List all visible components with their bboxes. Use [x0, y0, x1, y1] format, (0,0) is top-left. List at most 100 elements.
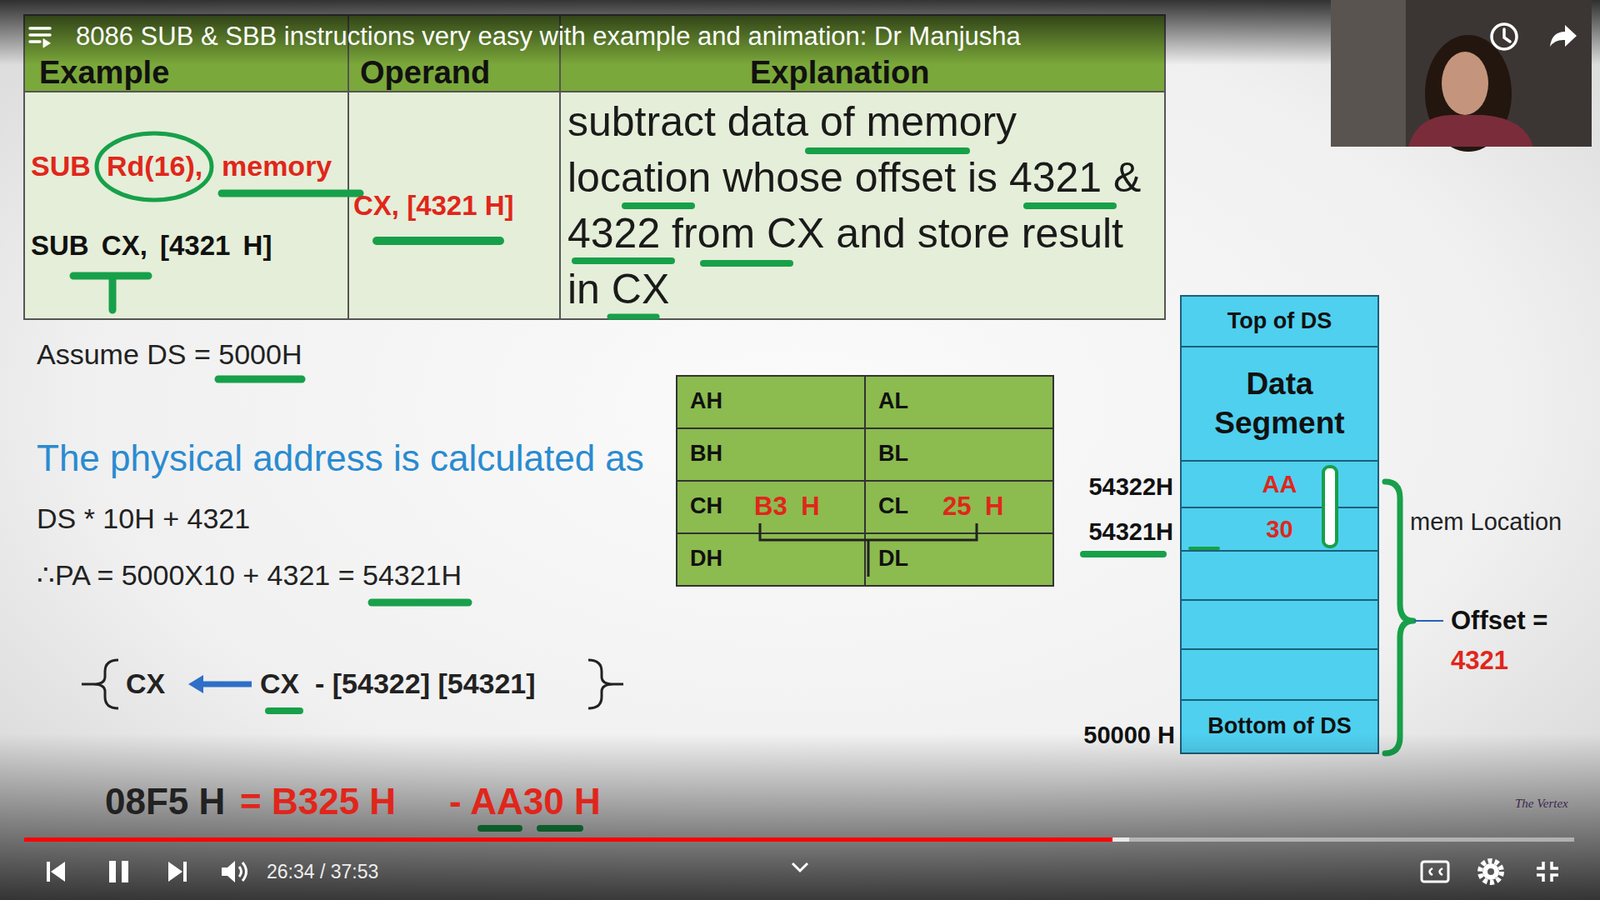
- node-text: Top of DS: [1227, 307, 1332, 336]
- stack-cell-line: [1180, 506, 1379, 509]
- operand-format: memory: [221, 150, 332, 183]
- register-cell: DH: [690, 545, 723, 572]
- webcam-face: [1441, 51, 1489, 115]
- webcam-body: [1408, 115, 1534, 147]
- assign-arrow: [200, 681, 252, 688]
- progress-track: [24, 837, 1575, 842]
- captions-icon: [1421, 861, 1449, 882]
- highlight-underline: [610, 314, 657, 320]
- settings-hole: [1487, 868, 1495, 875]
- register-col-line: [864, 375, 866, 586]
- address-label: 50000 H: [1083, 721, 1175, 750]
- webcam-inset: [1330, 0, 1592, 152]
- column-header: Example: [39, 55, 170, 92]
- settings-icon: [1482, 863, 1500, 880]
- register-cell: DL: [878, 545, 909, 572]
- highlight-underline: [1026, 202, 1114, 210]
- highlight-underline: [1190, 546, 1219, 550]
- register-name: CX: [125, 667, 165, 700]
- watermark: The Vertex: [1515, 796, 1569, 811]
- callout-label: Offset =: [1450, 605, 1548, 636]
- column-header: Explanation: [750, 55, 930, 92]
- memory-cell: AA: [1180, 460, 1379, 508]
- pause-icon: [121, 860, 129, 883]
- volume-waves: [239, 862, 247, 881]
- playlist-line: [30, 40, 40, 44]
- stack-cell-line: [1180, 699, 1379, 701]
- share-icon: [1550, 25, 1577, 47]
- stack-cell-lines: [1180, 346, 1379, 700]
- stack-cell-line: [1180, 550, 1379, 552]
- playlist-icon: [30, 28, 50, 48]
- highlight-underline: [808, 147, 967, 155]
- stack-cell-line: [1180, 345, 1379, 348]
- clock-face: [1491, 24, 1517, 50]
- playback-time: 26:34 / 37:53: [266, 860, 379, 883]
- next-icon: [183, 861, 187, 882]
- assign-arrowhead: [188, 675, 204, 694]
- pause-icon: [109, 860, 116, 883]
- progress-played: [24, 837, 1113, 842]
- offset-brace: [1385, 481, 1414, 754]
- register-value: 25 H: [942, 491, 1004, 522]
- formula: ∴PA = 5000X10 + 4321 = 54321H: [36, 559, 462, 592]
- operand-format: Rd(16),: [106, 150, 203, 183]
- stack-cell: Top of DS: [1180, 295, 1379, 347]
- register-cell: BH: [690, 440, 723, 467]
- register-cell: AH: [690, 388, 723, 415]
- mnemonic: SUB: [30, 150, 91, 183]
- node-text: AA: [1262, 469, 1298, 500]
- captions-marks: [1430, 868, 1444, 875]
- highlight-underline: [376, 236, 500, 245]
- expression-brace: [588, 660, 624, 709]
- register-pair-bracket: [760, 523, 977, 577]
- operand-value: - AA30 H: [449, 780, 601, 824]
- section-heading: The physical address is calculated as: [36, 437, 645, 480]
- register-value: B3 H: [754, 491, 820, 522]
- offset-pointer: [1414, 620, 1444, 622]
- highlight-underline: [218, 375, 302, 384]
- memory-operand: - [54322] [54321]: [315, 667, 536, 700]
- result-value: 08F5 H: [105, 780, 225, 824]
- chevron-icon: [792, 863, 808, 871]
- video-title: 8086 SUB & SBB instructions very easy wi…: [75, 21, 1021, 52]
- register-cell: AL: [878, 388, 909, 415]
- assumption-note: Assume DS = 5000H: [36, 338, 302, 371]
- settings-teeth: [1480, 860, 1502, 883]
- example-instruction: SUB CX, [4321 H]: [30, 230, 272, 262]
- highlight-underline: [221, 190, 360, 198]
- operand-value: = B325 H: [240, 780, 396, 824]
- column-header: Operand: [360, 55, 490, 92]
- memory-cell: 30: [1180, 507, 1379, 551]
- stack-cell: Bottom of DS: [1180, 700, 1379, 754]
- node-text: 30: [1265, 514, 1293, 545]
- callout-label: mem Location: [1410, 508, 1562, 536]
- playlist-line: [30, 26, 50, 30]
- explanation-cell: subtract data of memory location whose o…: [567, 94, 1161, 318]
- node-text: Bottom of DS: [1207, 712, 1351, 741]
- address-label: 54321H: [1088, 518, 1174, 546]
- stack-cell-line: [1180, 648, 1379, 650]
- register-name: CX: [260, 667, 300, 700]
- highlight-underline: [371, 599, 469, 607]
- register-cell: CH: [690, 493, 723, 520]
- highlight-underline: [625, 202, 692, 210]
- watch-later-icon: [1491, 24, 1517, 50]
- webcam-frame: [1330, 0, 1592, 147]
- register-cell: CL: [878, 493, 909, 520]
- offset-value: 4321: [1450, 645, 1509, 676]
- prev-icon: [50, 861, 65, 882]
- exit-fullscreen-icon: [1536, 861, 1559, 882]
- next-icon: [168, 861, 183, 882]
- register-table: [676, 375, 1054, 586]
- highlight-underline: [1083, 550, 1164, 558]
- node-text: Data Segment: [1187, 365, 1372, 443]
- playlist-line: [30, 33, 50, 37]
- highlight-mark: [1323, 466, 1337, 547]
- playlist-play: [43, 39, 50, 48]
- progress-buffer: [1112, 837, 1130, 842]
- formula: DS * 10H + 4321: [36, 502, 250, 535]
- highlight-underline: [73, 275, 149, 310]
- stack-cell-line: [1180, 460, 1379, 462]
